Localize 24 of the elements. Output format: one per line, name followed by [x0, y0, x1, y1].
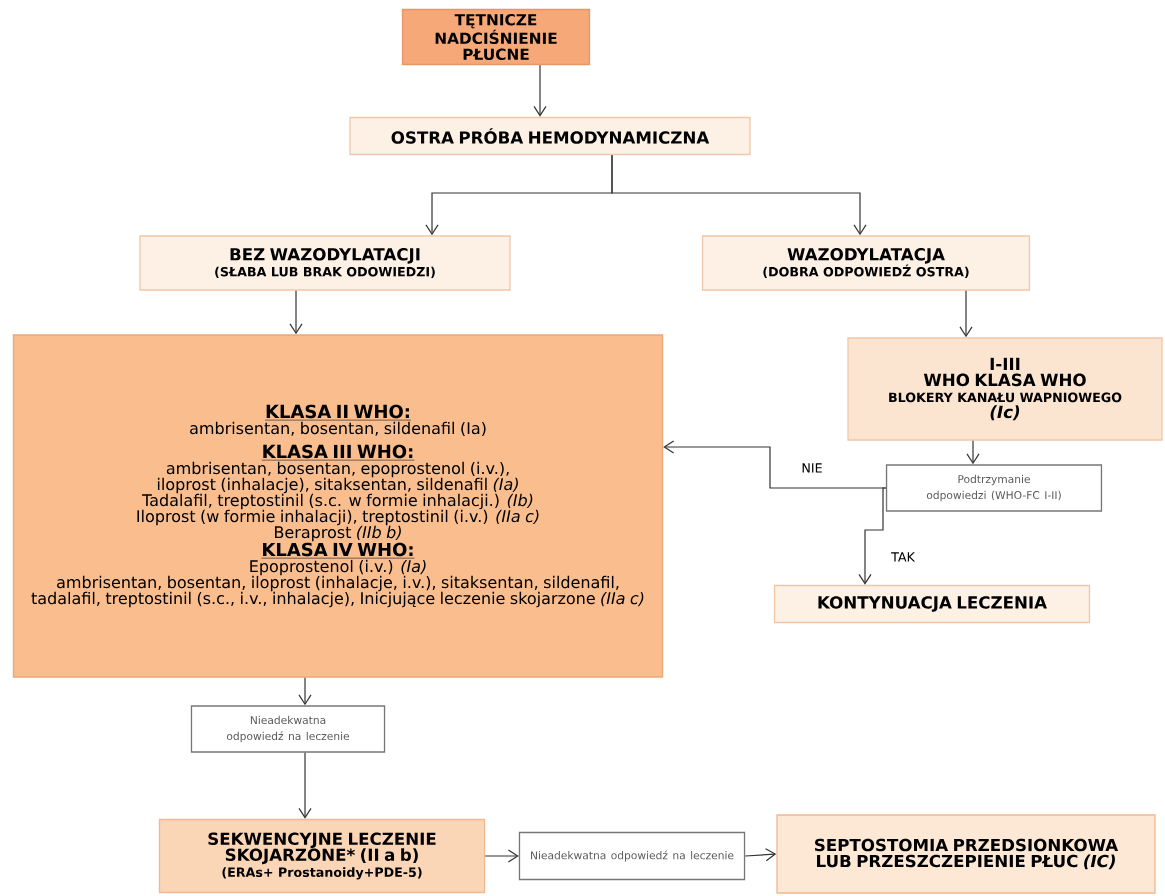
title-box: TĘTNICZE NADCIŚNIENIE PŁUCNE — [401, 8, 591, 66]
process-box: KONTYNUACJA LECZENIA — [773, 584, 1091, 624]
process-box: BEZ WAZODYLATACJI (SŁABA LUB BRAK ODOWIEDZI) — [139, 235, 511, 291]
arrow — [858, 487, 887, 585]
arrow — [744, 848, 777, 862]
process-box: SEKWENCYJNE LECZENIE SKOJARZONE* (II a b) (ERAs+ Prostanoidy+PDE-5) — [158, 818, 486, 894]
arrow — [966, 440, 980, 465]
note-box: Nieadekwatna odpowiedź na leczenie — [190, 705, 386, 753]
arrow — [289, 290, 303, 335]
arrow — [298, 677, 312, 706]
arrow — [533, 64, 547, 117]
arrow — [484, 849, 519, 863]
arrow — [959, 290, 973, 338]
arrow — [298, 752, 312, 819]
process-box: WAZODYLATACJA (DOBRA ODPOWIEDŹ OSTRA) — [701, 235, 1031, 291]
edge-label: TAK — [889, 551, 917, 563]
process-box: OSTRA PRÓBA HEMODYNAMICZNA — [349, 116, 751, 156]
process-box: SEPTOSTOMIA PRZEDSIONKOWA LUB PRZESZCZEPIENIE PŁUC (IC) — [776, 814, 1156, 894]
arrow — [611, 154, 867, 236]
decision-box: Podtrzymanie odpowiedzi (WHO-FC I-II) — [885, 464, 1103, 512]
treatment-box: KLASA II WHO: ambrisentan, bosentan, sildenafil (Ia) KLASA III WHO: ambrisentan, bosentan, epoprostenol (i.v.), iloprost (inhalacje), sitaksentan, sildenafil (Ia) Tadalafil, treptostinil (s.c. w formie inhalacji.) (Ib) Iloprost (w formie inhalacji), treptostinil (i.v.) (IIa c) Beraprost (IIb b) KLASA IV WHO: Epoprostenol (i.v.) (Ia) ambrisentan, bosentan, iloprost (inhalacje, i.v.), sitaksentan, sildenafil, tadalafil, treptostinil (s.c., i.v., inhalacje), Inicjujące leczenie skojarzone (IIa c) — [12, 334, 664, 678]
process-box: I-III WHO KLASA WHO BLOKERY KANAŁU WAPNIOWEGO (Ic) — [847, 337, 1163, 441]
edge-label: NIE — [800, 462, 824, 474]
note-box: Nieadekwatna odpowiedź na leczenie — [518, 831, 746, 881]
